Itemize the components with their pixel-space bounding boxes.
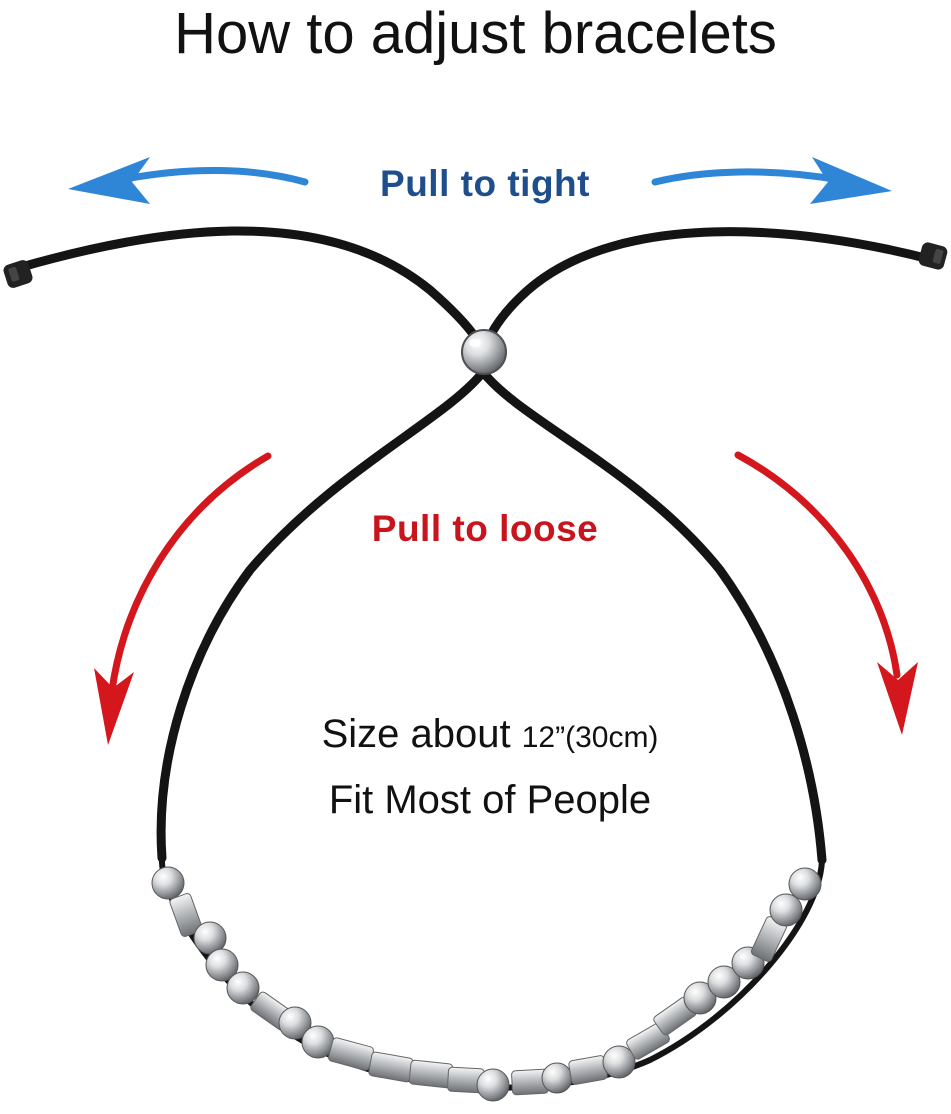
size-measure: 12”(30cm) (521, 721, 659, 754)
page-title: How to adjust bracelets (174, 1, 777, 66)
center-beads (476, 1055, 608, 1102)
pull-tight-label: Pull to tight (380, 163, 590, 204)
right-beads (602, 867, 822, 1079)
left-cord-end (3, 260, 33, 288)
right-cord-end (918, 242, 948, 270)
left-loose-arrow (94, 452, 272, 745)
size-prefix: Size about (321, 712, 522, 756)
size-text: Size about 12”(30cm) (240, 712, 740, 757)
fit-text: Fit Most of People (328, 778, 652, 822)
right-loose-arrow (734, 451, 918, 735)
sliding-bead (461, 329, 507, 375)
right-tight-arrow (651, 157, 892, 204)
left-tight-arrow (68, 157, 309, 204)
pull-loose-label: Pull to loose (371, 508, 599, 549)
bracelet-cord (13, 226, 938, 865)
left-beads (151, 866, 485, 1094)
